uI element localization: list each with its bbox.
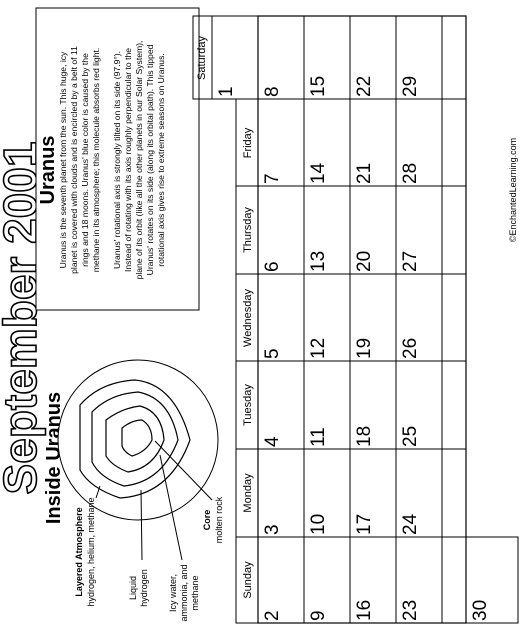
day-label-saturday: Saturday (196, 35, 208, 80)
date-21[interactable]: 21 (354, 163, 375, 184)
info-para2-line: plane of its orbit (like all the other p… (134, 41, 144, 280)
label-icy-line3: methane (190, 575, 200, 610)
label-liquid-line2: hydrogen (139, 569, 149, 607)
calendar-grid: Sunday Monday Tuesday Wednesday Thursday Frid… (192, 15, 519, 624)
label-liquid-line1: Liquid (128, 576, 138, 600)
date-20[interactable]: 20 (354, 251, 375, 272)
info-para2-line: Uranus' rotates on its side (along its o… (145, 44, 155, 275)
label-atmosphere-detail: hydrogen, helium, methane (86, 497, 96, 606)
label-core-detail: molten rock (214, 496, 224, 543)
date-15[interactable]: 15 (308, 76, 329, 97)
info-para1-line: rings and 18 moons. Uranus' blue color i… (80, 53, 90, 267)
day-label-tuesday: Tuesday (242, 384, 254, 426)
date-17[interactable]: 17 (354, 514, 375, 535)
date-25[interactable]: 25 (400, 426, 421, 447)
info-para1-line: Uranus is the seventh planet from the su… (58, 51, 68, 268)
info-box-frame (35, 7, 200, 311)
date-24[interactable]: 24 (400, 513, 421, 535)
date-18[interactable]: 18 (354, 426, 375, 447)
date-4[interactable]: 4 (262, 436, 283, 447)
info-box: Uranus Uranus is the seventh planet from… (35, 7, 200, 311)
day-label-friday: Friday (242, 127, 254, 158)
date-26[interactable]: 26 (400, 338, 421, 359)
date-23[interactable]: 23 (400, 600, 421, 621)
date-12[interactable]: 12 (308, 338, 329, 359)
date-11[interactable]: 11 (308, 427, 329, 447)
date-3[interactable]: 3 (262, 524, 283, 535)
label-atmosphere-name: Layered Atmosphere (74, 507, 84, 596)
date-2[interactable]: 2 (262, 610, 283, 621)
day-label-monday: Monday (242, 473, 254, 513)
date-9[interactable]: 9 (308, 610, 329, 621)
date-5[interactable]: 5 (262, 348, 283, 359)
core-leader (154, 440, 213, 501)
info-box-heading: Uranus (37, 136, 59, 205)
core-layer (121, 419, 153, 457)
date-6[interactable]: 6 (262, 261, 283, 272)
label-icy-line1: Icy water, (168, 574, 178, 612)
uranus-diagram: Inside Uranus Layered Atmosphere hydroge… (43, 359, 224, 622)
date-14[interactable]: 14 (308, 162, 329, 184)
info-para1-line: methane in its atmosphere; this molecule… (91, 48, 101, 273)
label-core-name: Core (202, 510, 212, 531)
date-27[interactable]: 27 (400, 251, 421, 272)
icy-leader (159, 454, 183, 561)
info-para2-line: rotational axis gives rise to extreme se… (156, 53, 166, 267)
date-19[interactable]: 19 (354, 338, 375, 359)
day-label-wednesday: Wednesday (242, 289, 254, 347)
date-16[interactable]: 16 (354, 600, 375, 621)
date-7[interactable]: 7 (262, 173, 283, 184)
date-22[interactable]: 22 (354, 76, 375, 97)
liquid-leader (140, 489, 143, 561)
date-10[interactable]: 10 (308, 514, 329, 535)
day-label-sunday: Sunday (242, 561, 254, 599)
info-para1-line: planet is covered with clouds and is enc… (69, 46, 79, 274)
date-8[interactable]: 8 (262, 86, 283, 97)
atmosphere-leader (95, 485, 101, 499)
date-1[interactable]: 1 (216, 86, 237, 97)
copyright-text: ©EnchantedLearning.com (508, 138, 518, 242)
info-para2-line: Uranus' rotational axis is strongly tilt… (112, 51, 122, 269)
day-label-thursday: Thursday (242, 207, 254, 253)
date-29[interactable]: 29 (400, 76, 421, 97)
info-para2-line: Instead of rotating with its axis roughl… (123, 48, 133, 272)
week6-sunday-cell (465, 536, 519, 624)
date-28[interactable]: 28 (400, 163, 421, 184)
date-30[interactable]: 30 (470, 600, 491, 621)
info-box-text: Uranus is the seventh planet from the su… (58, 41, 166, 280)
label-icy-line2: ammonia, and (179, 564, 189, 621)
date-13[interactable]: 13 (308, 251, 329, 272)
